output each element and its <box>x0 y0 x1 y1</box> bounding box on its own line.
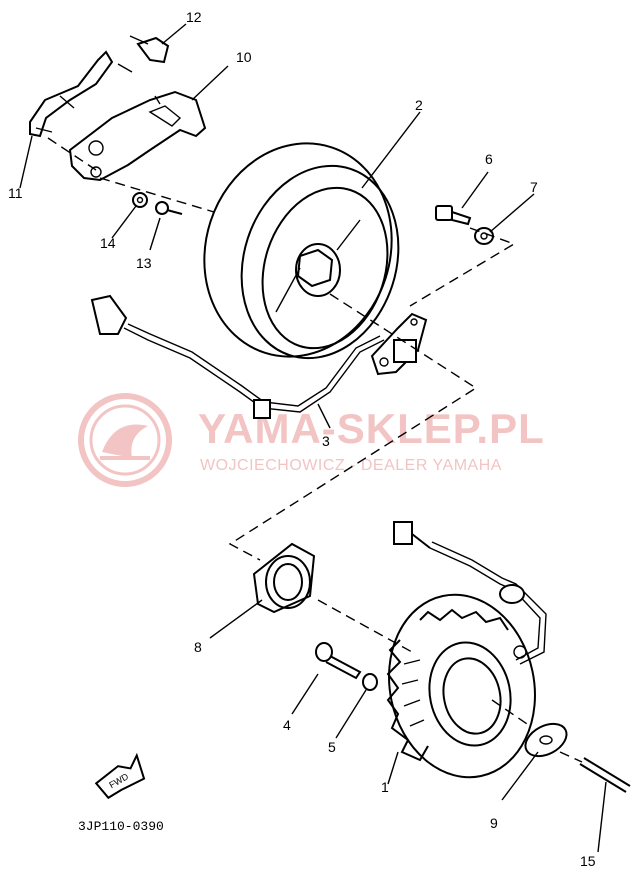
assembly-lines <box>47 137 583 763</box>
callout-2: 2 <box>415 97 423 113</box>
callout-8: 8 <box>194 639 202 655</box>
screw-part-13 <box>155 201 183 215</box>
pickup-lead-part-3 <box>90 294 428 419</box>
bolt-part-6 <box>435 205 472 226</box>
diagram-code: 3JP110-0390 <box>78 819 164 834</box>
callout-10: 10 <box>236 49 252 65</box>
bolt-part-4 <box>315 642 362 680</box>
callout-13: 13 <box>136 255 152 271</box>
stator-lead <box>393 521 547 665</box>
cap-part-12 <box>117 35 170 73</box>
callout-12: 12 <box>186 9 202 25</box>
washer-part-9 <box>524 722 568 758</box>
watermark: YAMA-SKLEP.PL WOJCIECHOWICZ - DEALER YAM… <box>78 393 545 487</box>
callout-7: 7 <box>530 179 538 195</box>
callout-labels: 1 2 3 4 5 6 7 8 9 10 11 12 13 14 15 <box>8 9 596 869</box>
callout-9: 9 <box>490 815 498 831</box>
callout-6: 6 <box>485 151 493 167</box>
callout-14: 14 <box>100 235 116 251</box>
bracket-part-10 <box>68 90 207 182</box>
leader-lines <box>19 23 607 853</box>
callout-5: 5 <box>328 739 336 755</box>
washer-part-14 <box>132 192 148 208</box>
clip-part-11 <box>29 50 114 138</box>
washer-part-5 <box>362 673 378 691</box>
callout-3: 3 <box>322 433 330 449</box>
seal-part-8 <box>252 542 316 614</box>
watermark-subtitle: WOJCIECHOWICZ - DEALER YAMAHA <box>200 457 502 474</box>
stator-part-1 <box>386 593 536 779</box>
callout-15: 15 <box>580 853 596 869</box>
callout-4: 4 <box>283 717 291 733</box>
fwd-arrow-icon: FWD <box>94 752 146 800</box>
callout-11: 11 <box>8 185 23 201</box>
yamaha-logo-watermark <box>78 393 172 487</box>
callout-1: 1 <box>381 779 389 795</box>
pin-part-15 <box>579 757 631 793</box>
watermark-title: YAMA-SKLEP.PL <box>198 405 545 452</box>
